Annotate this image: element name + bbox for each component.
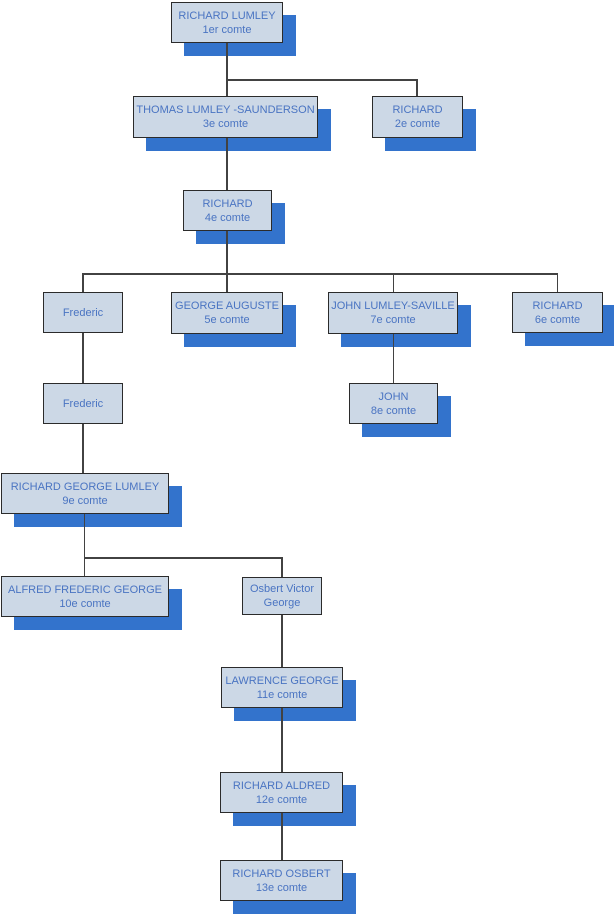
node-name: Frederic: [62, 397, 104, 410]
connector: [83, 557, 283, 559]
node-name: Osbert Victor George: [250, 583, 314, 609]
node-name: RICHARD ALDRED: [232, 779, 331, 792]
node-caption: 10e comte: [59, 597, 111, 610]
node-osbert: Osbert Victor George: [242, 577, 322, 615]
node-george-5e: GEORGE AUGUSTE 5e comte: [171, 292, 283, 334]
connector: [281, 813, 283, 860]
node-caption: 1er comte: [202, 23, 252, 36]
node-caption: 8e comte: [370, 404, 417, 417]
node-caption: 2e comte: [394, 118, 441, 130]
node-frederic-2: Frederic: [43, 383, 123, 424]
node-name: ALFRED FREDERIC GEORGE: [7, 583, 163, 596]
connector: [281, 557, 283, 578]
node-name: JOHN LUMLEY-SAVILLE: [331, 300, 455, 312]
node-name: GEORGE AUGUSTE: [175, 300, 279, 312]
node-john-8e: JOHN 8e comte: [349, 383, 438, 424]
connector: [226, 138, 228, 190]
node-caption: 6e comte: [534, 313, 581, 326]
node-name: JOHN: [378, 390, 409, 403]
node-john-7e: JOHN LUMLEY-SAVILLE 7e comte: [328, 292, 458, 334]
connector: [416, 79, 418, 97]
node-name: RICHARD: [392, 104, 443, 116]
connector: [83, 557, 85, 577]
connector: [226, 231, 228, 292]
connector: [82, 424, 84, 473]
node-caption: 11e comte: [256, 688, 308, 701]
node-name: THOMAS LUMLEY -SAUNDERSON: [136, 104, 315, 116]
connector: [556, 273, 558, 293]
node-name: RICHARD: [202, 197, 253, 210]
connector: [392, 334, 394, 383]
node-frederic-1: Frederic: [43, 292, 123, 333]
connector: [281, 708, 283, 772]
connector: [82, 273, 558, 275]
node-richard-12e: RICHARD ALDRED 12e comte: [220, 772, 343, 813]
node-caption: 9e comte: [62, 494, 108, 507]
node-richard-4e: RICHARD 4e comte: [183, 190, 272, 231]
node-name: RICHARD GEORGE LUMLEY: [10, 480, 160, 493]
node-name: RICHARD OSBERT: [232, 867, 331, 880]
connector: [226, 79, 418, 81]
connector: [392, 273, 394, 293]
node-richard-2e: RICHARD 2e comte: [372, 96, 463, 138]
node-caption: 5e comte: [204, 314, 250, 326]
connector: [82, 333, 84, 383]
node-caption: 12e comte: [255, 793, 308, 806]
node-caption: 7e comte: [370, 314, 416, 326]
node-name: RICHARD LUMLEY: [178, 9, 276, 22]
node-caption: 13e comte: [255, 881, 308, 894]
node-richard-6e: RICHARD 6e comte: [512, 292, 603, 333]
node-name: LAWRENCE GEORGE: [225, 674, 339, 687]
node-lawrence-11e: LAWRENCE GEORGE 11e comte: [221, 667, 343, 708]
node-richard-13e: RICHARD OSBERT 13e comte: [220, 860, 343, 901]
connector: [82, 273, 84, 293]
connector: [281, 615, 283, 667]
node-richard-1er: RICHARD LUMLEY 1er comte: [171, 2, 283, 43]
connector: [83, 514, 85, 559]
node-name: RICHARD: [532, 299, 583, 312]
node-richard-9e: RICHARD GEORGE LUMLEY 9e comte: [1, 473, 169, 514]
node-caption: 3e comte: [202, 118, 249, 130]
node-alfred-10e: ALFRED FREDERIC GEORGE 10e comte: [1, 576, 169, 617]
connector: [226, 43, 228, 97]
node-thomas-3e: THOMAS LUMLEY -SAUNDERSON 3e comte: [133, 96, 318, 138]
node-name: Frederic: [62, 306, 104, 319]
node-caption: 4e comte: [204, 211, 251, 224]
